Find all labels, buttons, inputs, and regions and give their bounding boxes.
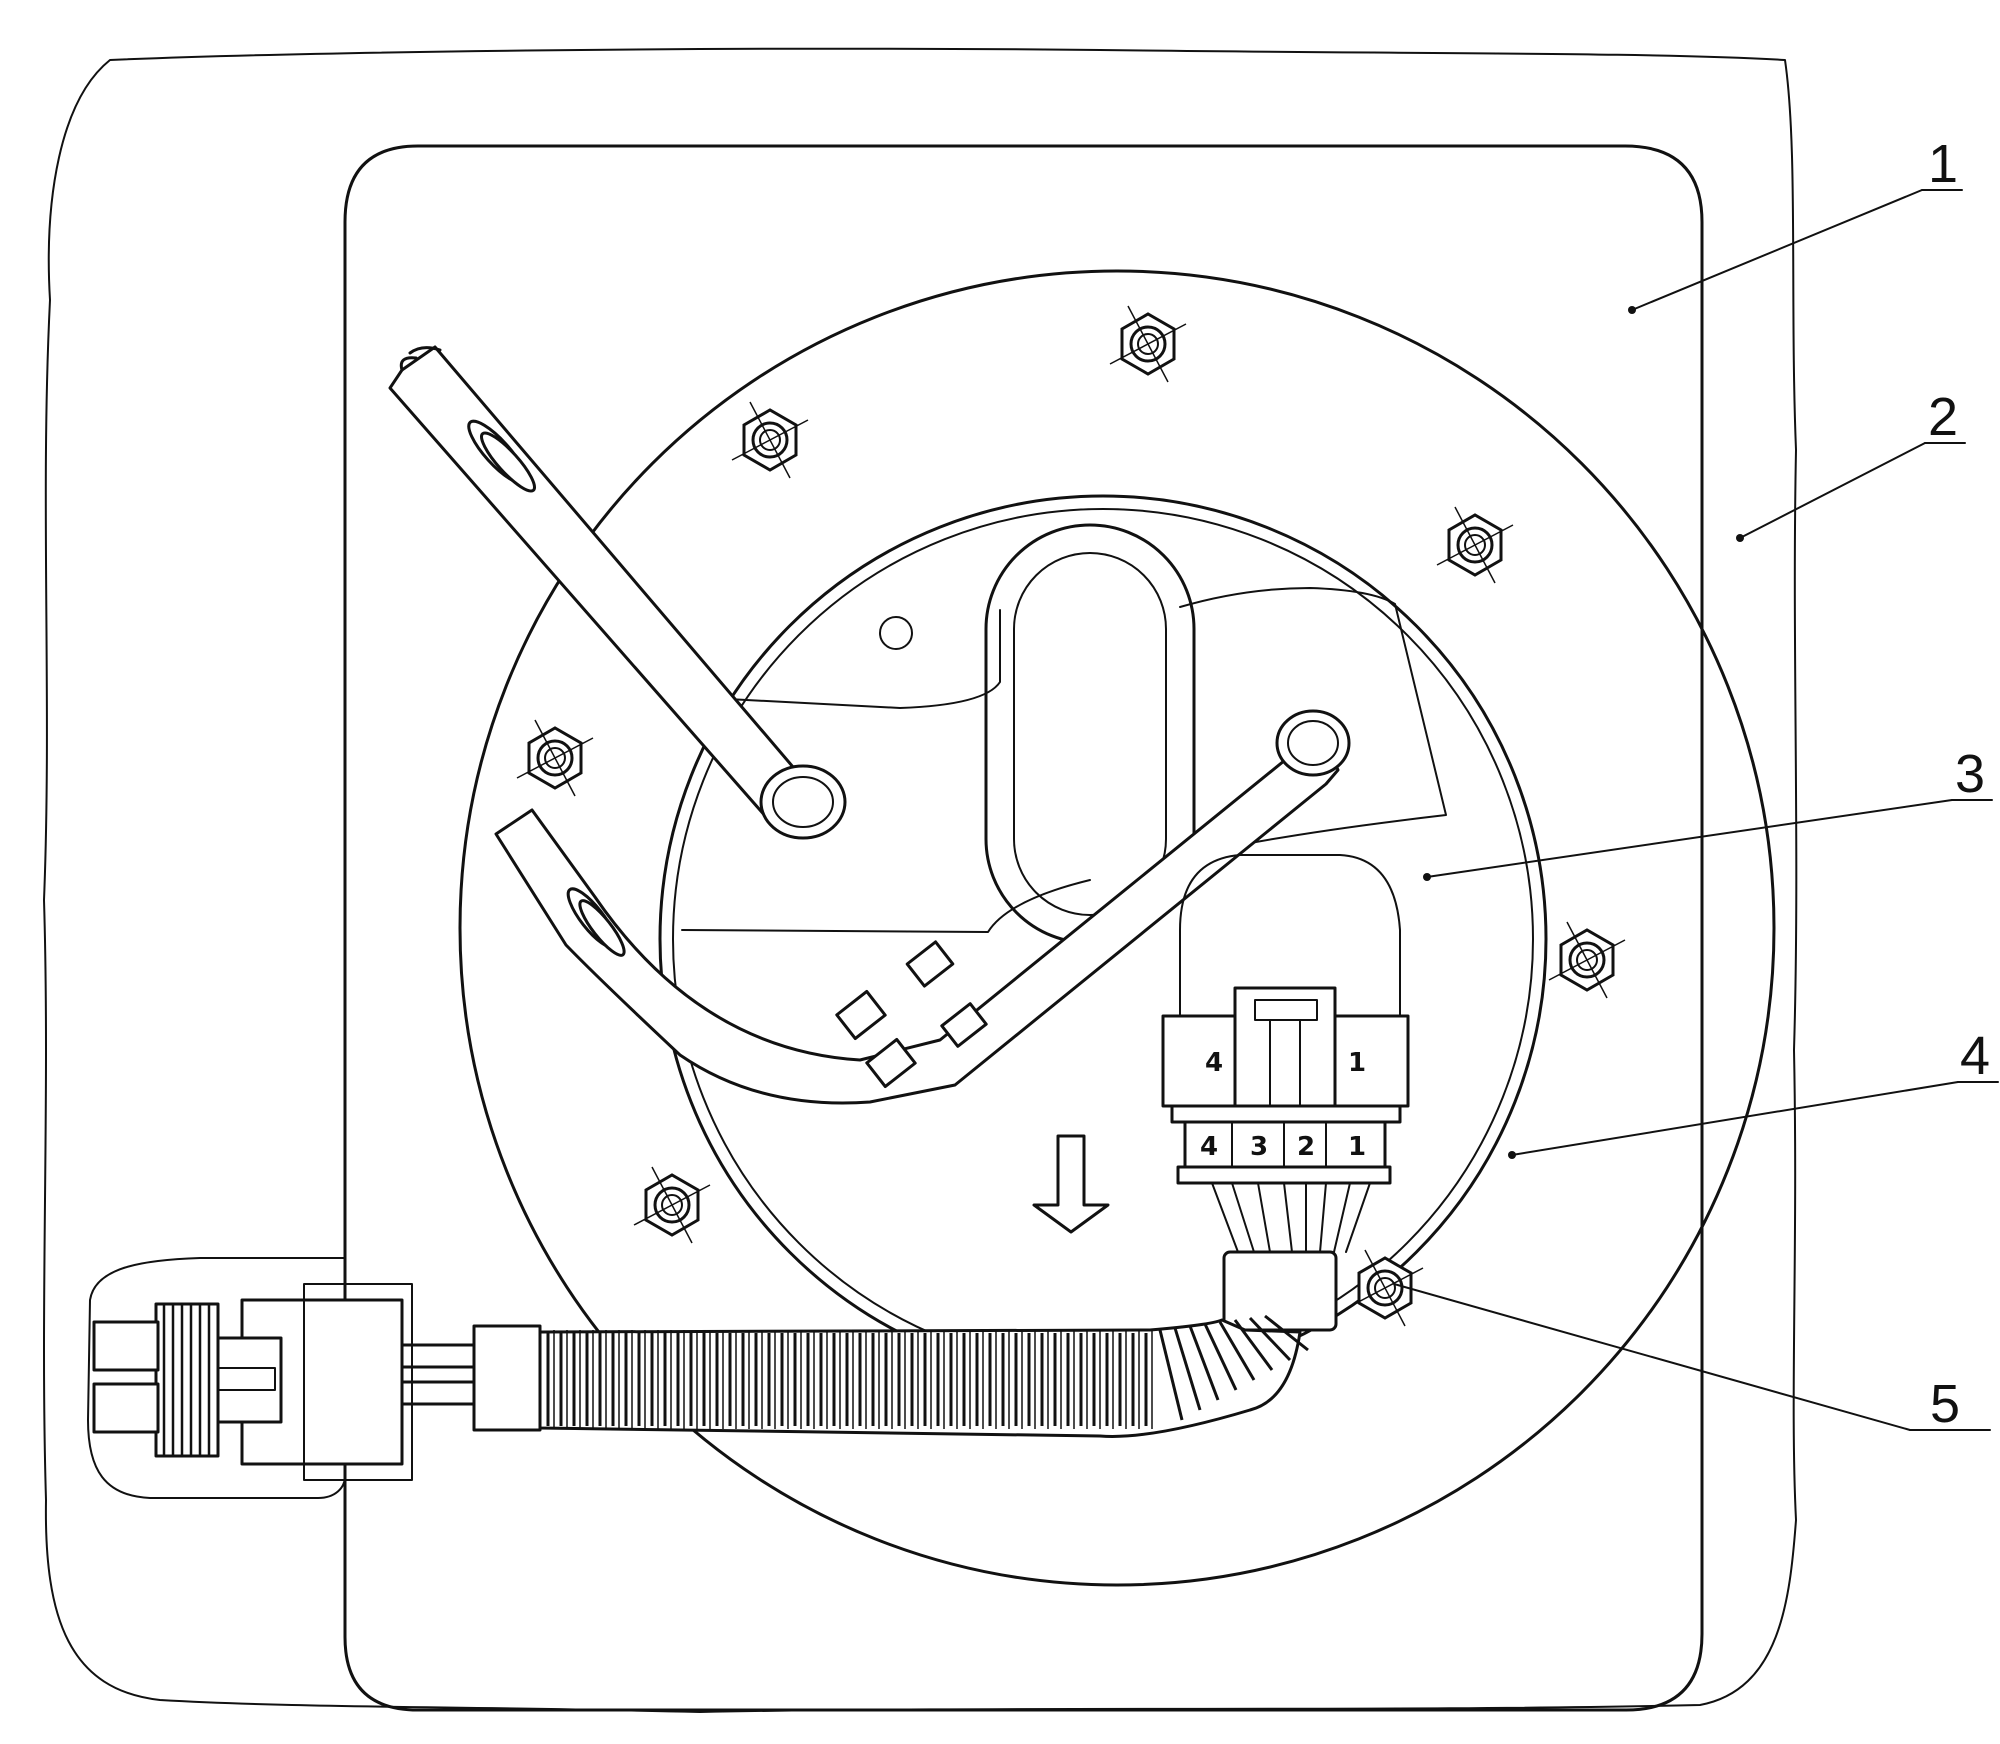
return-tube-base-inner — [1287, 720, 1339, 766]
pin-label-lower-2: 2 — [1297, 1132, 1315, 1162]
return-tube-flange-2 — [578, 899, 626, 957]
hex-nut-icon — [516, 719, 594, 797]
hex-nut-icon — [1109, 305, 1187, 383]
wire-bundle — [1211, 1182, 1371, 1253]
pin-label-lower-3: 3 — [1250, 1132, 1268, 1162]
pin-label-lower-4: 4 — [1200, 1132, 1218, 1162]
tube-clip-1 — [835, 989, 887, 1041]
leader-dot-3 — [1423, 873, 1431, 881]
leader-line-3 — [1426, 799, 1953, 878]
connector-surface-outline — [87, 1257, 346, 1499]
conduit-sleeve — [472, 1324, 542, 1432]
harness-ribbed-collar — [154, 1302, 220, 1458]
leader-line-1 — [1631, 189, 1923, 311]
tube-clip-3 — [905, 940, 955, 988]
pump-flange — [458, 269, 1776, 1587]
leader-line-2 — [1739, 442, 1926, 539]
collar-ribs — [162, 1304, 211, 1456]
pin-label-upper-1: 1 — [1348, 1048, 1366, 1078]
connector-latch — [1233, 986, 1337, 1120]
tube-clip-2 — [865, 1037, 917, 1089]
harness-plug-lower — [92, 1382, 160, 1434]
harness-connector-frame — [303, 1283, 413, 1481]
oval-reservoir-inner — [1013, 552, 1167, 916]
pin-label-upper-4: 4 — [1205, 1048, 1223, 1078]
harness-grommet — [1222, 1250, 1338, 1332]
corrugated-conduit — [538, 1318, 1302, 1438]
cover-hole — [879, 616, 913, 650]
cover-raised-shelf — [681, 587, 1447, 933]
mounting-plate — [343, 144, 1704, 1712]
hex-nut-icon — [1436, 506, 1514, 584]
down-arrow-icon — [1032, 1134, 1110, 1234]
leader-dot-1 — [1628, 306, 1636, 314]
connector-base-strip — [1176, 1165, 1392, 1185]
leader-dot-4 — [1508, 1151, 1516, 1159]
outlet-tube-flange-2 — [480, 431, 536, 493]
hex-nut-icon — [1346, 1249, 1424, 1327]
leader-dot-2 — [1736, 534, 1744, 542]
callout-label-2: 2 — [1928, 387, 1958, 447]
connector-mid-strip — [1170, 1104, 1402, 1124]
tube-clip-4 — [940, 1002, 988, 1048]
callout-label-3: 3 — [1955, 744, 1985, 804]
callout-label-1: 1 — [1928, 134, 1958, 194]
tank-surface-outline — [43, 47, 1798, 1713]
outlet-tube-end — [399, 346, 442, 372]
callout-label-5: 5 — [1930, 1374, 1960, 1434]
hex-nut-icon — [1548, 921, 1626, 999]
conduit-ribs — [546, 1314, 1309, 1429]
hex-nut-icon — [731, 401, 809, 479]
pin-label-lower-1: 1 — [1348, 1132, 1366, 1162]
leader-line-4 — [1511, 1081, 1959, 1156]
outlet-tube-base-inner — [772, 776, 834, 828]
return-tube — [494, 745, 1340, 1105]
harness-plug-upper — [92, 1320, 160, 1372]
hex-nut-icon — [633, 1166, 711, 1244]
connector-cradle — [1179, 854, 1401, 1101]
leader-line-5 — [1393, 1283, 1911, 1431]
flange-nuts — [516, 305, 1626, 1327]
callout-label-4: 4 — [1960, 1026, 1990, 1086]
